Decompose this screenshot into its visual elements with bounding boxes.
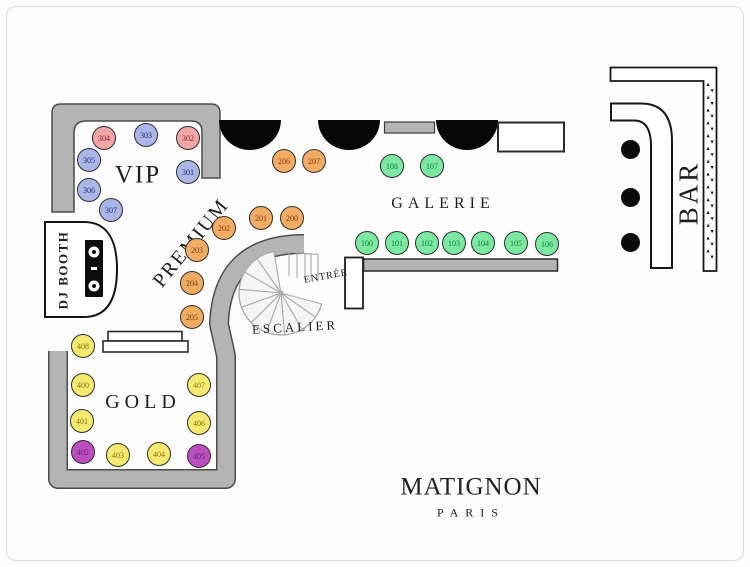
table-104[interactable]: 104 [471,231,495,255]
table-203[interactable]: 203 [185,238,209,262]
table-202[interactable]: 202 [212,216,236,240]
label-dj-booth: DJ BOOTH [55,230,71,310]
table-306[interactable]: 306 [77,178,101,202]
table-205[interactable]: 205 [180,305,204,329]
section-label-galerie: GALERIE [391,195,495,212]
table-402[interactable]: 402 [71,440,95,464]
table-101[interactable]: 101 [385,231,409,255]
spiral-staircase [238,250,323,336]
reception-block [497,121,565,153]
booth-semicircle [219,120,281,150]
bar-stool[interactable] [621,140,640,159]
section-label-gold: GOLD [105,391,181,413]
booth-semicircle [318,120,380,150]
section-label-bar: BAR [673,160,704,226]
brand-logo: MATIGNON PARIS [400,474,541,521]
bar-stool[interactable] [621,188,640,207]
galerie-bench [362,258,559,272]
table-108[interactable]: 108 [380,154,404,178]
table-103[interactable]: 103 [442,231,466,255]
bar-stool[interactable] [621,233,640,252]
table-401[interactable]: 401 [70,409,94,433]
table-105[interactable]: 105 [504,231,528,255]
service-counter [383,121,436,134]
entrance-door[interactable] [344,256,364,310]
table-201[interactable]: 201 [249,206,273,230]
table-408[interactable]: 408 [71,334,95,358]
premium-gold-wall [49,235,305,488]
table-303[interactable]: 303 [134,123,158,147]
table-107[interactable]: 107 [420,154,444,178]
table-100[interactable]: 100 [355,231,379,255]
table-206[interactable]: 206 [272,149,296,173]
vip-wall [51,103,221,213]
table-102[interactable]: 102 [415,231,439,255]
stage-steps [102,330,189,353]
booth-semicircle [436,120,498,150]
dj-turntables-icon [85,240,103,297]
table-400[interactable]: 400 [71,373,95,397]
table-405[interactable]: 405 [187,444,211,468]
brand-city: PARIS [437,505,505,520]
table-406[interactable]: 406 [187,411,211,435]
table-304[interactable]: 304 [92,126,116,150]
bar-shelf [609,66,718,272]
table-301[interactable]: 301 [176,160,200,184]
bar-counter [610,102,673,269]
table-305[interactable]: 305 [77,148,101,172]
table-302[interactable]: 302 [176,126,200,150]
table-407[interactable]: 407 [187,373,211,397]
table-307[interactable]: 307 [99,198,123,222]
table-200[interactable]: 200 [280,206,304,230]
brand-name: MATIGNON [400,473,542,501]
table-106[interactable]: 106 [535,232,559,256]
table-404[interactable]: 404 [147,442,171,466]
section-label-vip: VIP [114,161,162,189]
bottle-shelf-marks [706,82,714,259]
table-403[interactable]: 403 [106,443,130,467]
table-207[interactable]: 207 [302,149,326,173]
table-204[interactable]: 204 [180,271,204,295]
